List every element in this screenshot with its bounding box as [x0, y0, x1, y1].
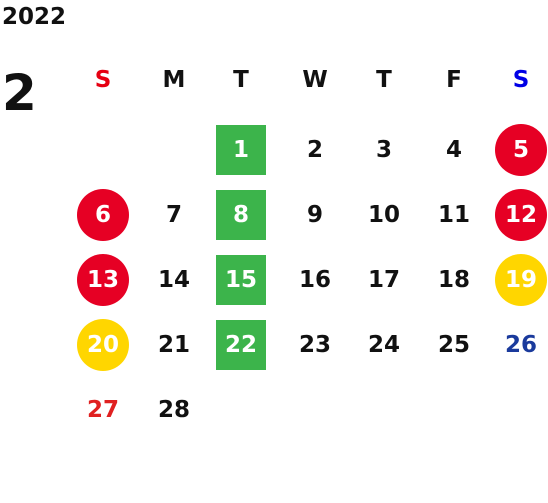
- day-number: 21: [157, 331, 190, 358]
- day-cell[interactable]: 25: [424, 315, 484, 375]
- day-number: 7: [165, 201, 182, 228]
- day-number: 4: [445, 136, 462, 163]
- weekday-header: W: [302, 67, 328, 93]
- day-cell[interactable]: 17: [354, 250, 414, 310]
- day-cell[interactable]: 21: [144, 315, 204, 375]
- day-number: 19: [504, 266, 537, 293]
- day-number: 2: [306, 136, 323, 163]
- day-cell[interactable]: 24: [354, 315, 414, 375]
- calendar-year: 2022: [2, 4, 67, 30]
- calendar-month: 2: [2, 64, 37, 122]
- day-cell[interactable]: 9: [285, 185, 345, 245]
- event-square: 22: [216, 320, 266, 370]
- day-number: 5: [512, 136, 529, 163]
- event-square: 8: [216, 190, 266, 240]
- holiday-circle: 6: [77, 189, 129, 241]
- day-cell[interactable]: 5: [491, 120, 548, 180]
- day-number: 13: [86, 266, 119, 293]
- day-number: 26: [504, 331, 537, 358]
- weekday-header: T: [376, 67, 392, 93]
- weekday-header: M: [162, 67, 186, 93]
- event-square: 1: [216, 125, 266, 175]
- day-cell[interactable]: 2: [285, 120, 345, 180]
- day-cell[interactable]: 8: [211, 185, 271, 245]
- day-number: 14: [157, 266, 190, 293]
- day-cell[interactable]: 14: [144, 250, 204, 310]
- day-number: 3: [375, 136, 392, 163]
- day-cell[interactable]: 4: [424, 120, 484, 180]
- holiday-circle: 12: [495, 189, 547, 241]
- day-number: 12: [504, 201, 537, 228]
- day-number: 17: [367, 266, 400, 293]
- day-number: 27: [86, 396, 119, 423]
- day-number: 28: [157, 396, 190, 423]
- weekday-header: F: [446, 67, 462, 93]
- day-cell[interactable]: 11: [424, 185, 484, 245]
- day-cell[interactable]: 28: [144, 380, 204, 440]
- day-number: 18: [437, 266, 470, 293]
- day-number: 1: [232, 136, 249, 163]
- day-cell[interactable]: 22: [211, 315, 271, 375]
- day-cell[interactable]: 19: [491, 250, 548, 310]
- highlight-circle: 20: [77, 319, 129, 371]
- day-cell[interactable]: 20: [73, 315, 133, 375]
- holiday-circle: 13: [77, 254, 129, 306]
- day-cell[interactable]: 10: [354, 185, 414, 245]
- day-cell[interactable]: 3: [354, 120, 414, 180]
- day-number: 15: [224, 266, 257, 293]
- day-cell[interactable]: 1: [211, 120, 271, 180]
- day-number: 16: [298, 266, 331, 293]
- day-number: 10: [367, 201, 400, 228]
- event-square: 15: [216, 255, 266, 305]
- day-cell[interactable]: 12: [491, 185, 548, 245]
- weekday-header: S: [94, 67, 112, 93]
- day-cell[interactable]: 26: [491, 315, 548, 375]
- day-cell[interactable]: 7: [144, 185, 204, 245]
- day-number: 25: [437, 331, 470, 358]
- day-number: 6: [94, 201, 111, 228]
- day-cell[interactable]: 13: [73, 250, 133, 310]
- day-cell[interactable]: 15: [211, 250, 271, 310]
- day-cell[interactable]: 27: [73, 380, 133, 440]
- weekday-header: S: [512, 67, 530, 93]
- day-number: 20: [86, 331, 119, 358]
- day-cell[interactable]: 18: [424, 250, 484, 310]
- day-number: 8: [232, 201, 249, 228]
- day-cell[interactable]: 6: [73, 185, 133, 245]
- highlight-circle: 19: [495, 254, 547, 306]
- day-number: 22: [224, 331, 257, 358]
- day-number: 9: [306, 201, 323, 228]
- day-number: 23: [298, 331, 331, 358]
- holiday-circle: 5: [495, 124, 547, 176]
- day-cell[interactable]: 23: [285, 315, 345, 375]
- day-number: 24: [367, 331, 400, 358]
- weekday-header: T: [233, 67, 249, 93]
- day-cell[interactable]: 16: [285, 250, 345, 310]
- day-number: 11: [437, 201, 470, 228]
